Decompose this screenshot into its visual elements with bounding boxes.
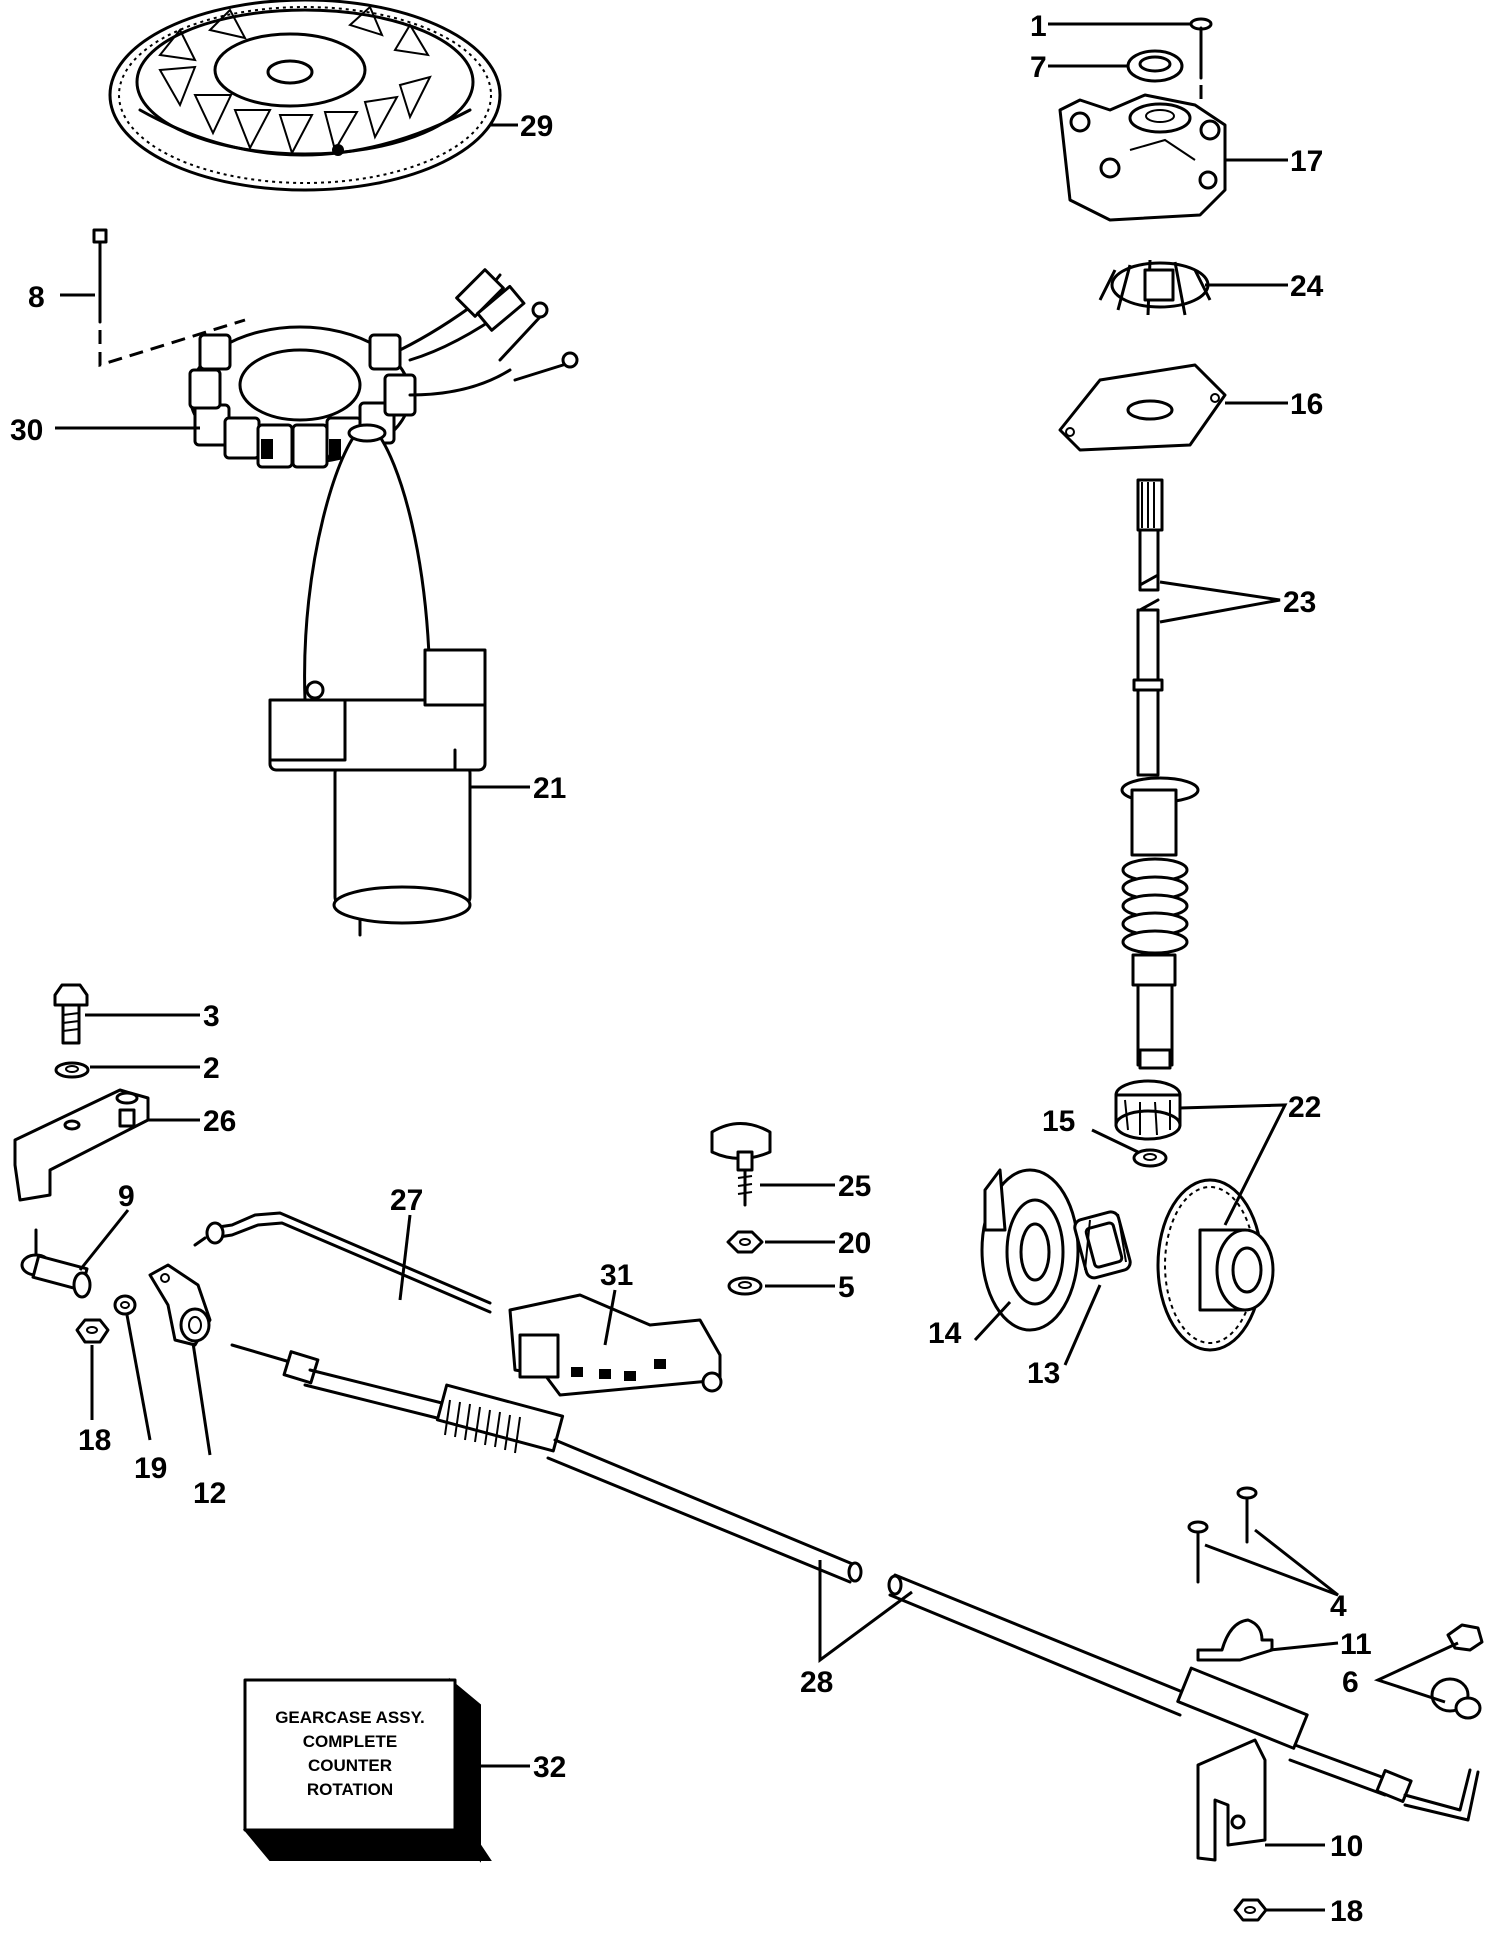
gear-part-14 [980,1168,1080,1332]
bolt-part-8 [92,228,246,368]
callout-numbers: 1 7 29 17 8 24 16 30 23 21 3 2 26 22 15 … [10,10,1372,1928]
pump-housing-part-17 [1058,93,1227,222]
callout-28: 28 [800,1666,833,1699]
callout-31: 31 [600,1259,633,1292]
callout-29: 29 [520,110,553,143]
driveshaft-part-23 [1120,478,1200,1070]
rod-end-part-9 [20,1228,92,1299]
washer-part-5 [727,1276,763,1296]
callout-24: 24 [1290,270,1324,303]
lever-part-26 [13,1088,150,1202]
bracket-part-10 [1196,1738,1267,1862]
link-rod-part-27 [193,1211,492,1314]
starter-motor-part-21 [268,423,487,937]
nut-part-18-bottom [1233,1898,1268,1922]
plate-part-16 [1058,363,1227,452]
callout-4: 4 [1330,1590,1347,1623]
clamp-part-11 [1196,1618,1274,1662]
washer-part-19 [113,1294,137,1316]
callout-15: 15 [1042,1105,1075,1138]
callout-2: 2 [203,1052,220,1085]
gear-part-22 [1156,1178,1275,1352]
ball-joint-part-6 [1430,1623,1484,1720]
bracket-part-12 [148,1263,212,1347]
callout-20: 20 [838,1227,871,1260]
bolt-part-3 [53,983,89,1045]
callout-19: 19 [134,1452,167,1485]
seal-part-7 [1126,49,1184,83]
callout-32: 32 [533,1751,566,1784]
bolt-part-1 [1189,17,1213,105]
callout-23: 23 [1283,586,1316,619]
gearcase-box-part-32: GEARCASE ASSY. COMPLETE COUNTER ROTATION [242,1677,492,1863]
shift-lever-part-31 [508,1293,723,1397]
screw-part-25 [710,1122,772,1207]
callout-6: 6 [1342,1666,1359,1699]
box-label-line2: COMPLETE [303,1732,397,1751]
leader-lines [55,22,1459,1912]
nut-part-20 [726,1230,764,1254]
callout-18-bottom: 18 [1330,1895,1363,1928]
clutch-dog-part-13 [1073,1210,1132,1280]
callout-27: 27 [390,1184,423,1217]
callout-12: 12 [193,1477,226,1510]
box-label-line4: ROTATION [307,1780,393,1799]
callout-7: 7 [1030,51,1047,84]
callout-13: 13 [1027,1357,1060,1390]
callout-18-left: 18 [78,1424,111,1457]
flywheel-part-29 [108,0,502,192]
washer-part-2 [54,1061,90,1079]
stator-part-30 [188,268,579,469]
callout-26: 26 [203,1105,236,1138]
callout-5: 5 [838,1271,855,1304]
callout-22: 22 [1288,1091,1321,1124]
nut-part-18 [75,1318,110,1344]
shift-cable-part-28 [230,1343,1480,1822]
box-label-line1: GEARCASE ASSY. [275,1708,425,1727]
screws-part-4 [1187,1486,1258,1584]
pinion-gear-part-22 [1114,1079,1182,1141]
callout-16: 16 [1290,388,1323,421]
callout-9: 9 [118,1180,135,1213]
callout-10: 10 [1330,1830,1363,1863]
callout-8: 8 [28,281,45,314]
washer-part-15 [1132,1148,1168,1168]
callout-21: 21 [533,772,566,805]
callout-25: 25 [838,1170,871,1203]
callout-30: 30 [10,414,43,447]
box-label-line3: COUNTER [308,1756,392,1775]
callout-11: 11 [1340,1628,1372,1661]
callout-17: 17 [1290,145,1323,178]
callout-1: 1 [1030,10,1047,43]
impeller-part-24 [1098,259,1212,316]
callout-14: 14 [928,1317,962,1350]
callout-3: 3 [203,1000,220,1033]
